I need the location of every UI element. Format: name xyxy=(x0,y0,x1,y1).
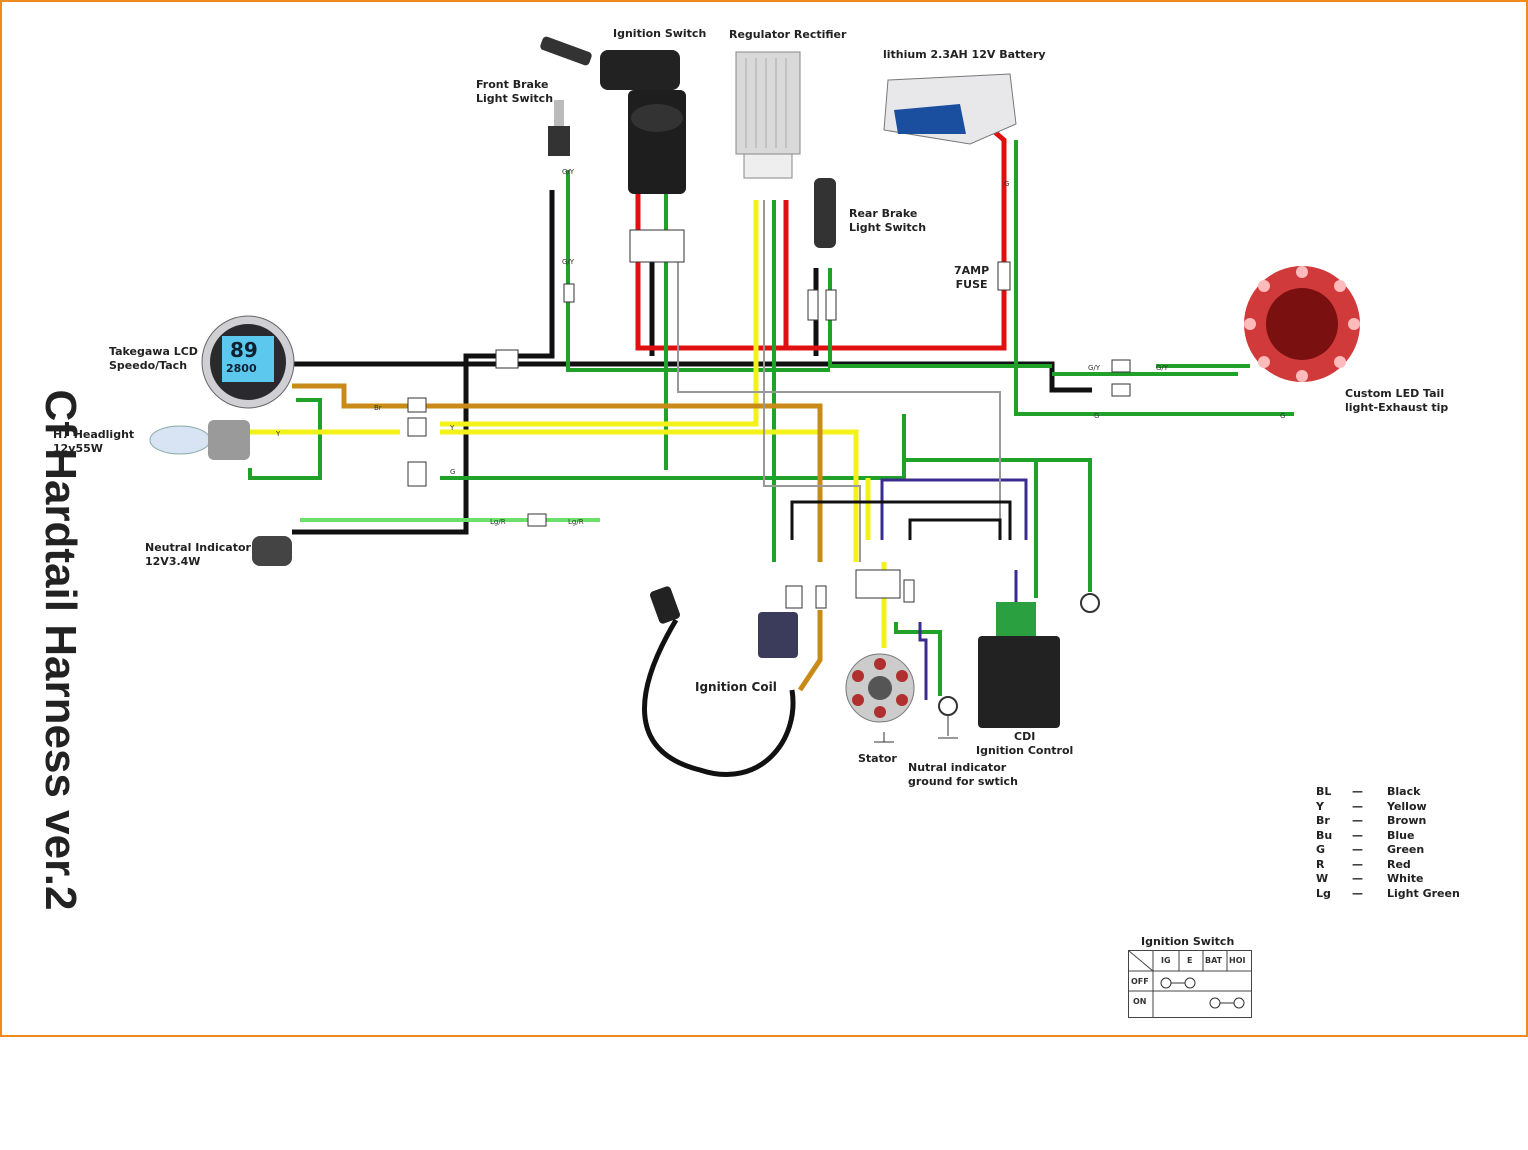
diagram-border xyxy=(0,0,1528,1037)
legend-color: Yellow xyxy=(1387,799,1427,813)
cdi-label: CDI Ignition Control xyxy=(976,730,1074,757)
ignition-coil-label: Ignition Coil xyxy=(695,680,777,694)
lcd-rpm-readout: 2800 xyxy=(226,362,257,375)
connectors xyxy=(407,283,1131,609)
stator xyxy=(845,653,915,743)
legend-dash: — xyxy=(1352,814,1363,827)
battery xyxy=(883,73,1017,145)
wire-label: Y xyxy=(449,424,455,432)
switch-col-e: E xyxy=(1187,956,1193,965)
battery-label: lithium 2.3AH 12V Battery xyxy=(883,48,1046,61)
lcd-label: Takegawa LCD Speedo/Tach xyxy=(109,345,198,372)
legend-code: Y xyxy=(1316,799,1324,813)
wire-label: G xyxy=(1094,412,1099,420)
switch-row-off: OFF xyxy=(1131,977,1149,986)
regulator-rectifier-label: Regulator Rectifier xyxy=(729,28,847,41)
switch-row-on: ON xyxy=(1133,997,1147,1006)
neutral-ground-label: Nutral indicator ground for swtich xyxy=(908,761,1018,788)
wire-label: G xyxy=(1280,412,1285,420)
legend-code: Bu xyxy=(1316,828,1333,842)
legend-code: Br xyxy=(1316,814,1330,827)
legend-color: Black xyxy=(1387,785,1421,798)
fuse-label: 7AMP FUSE xyxy=(954,264,990,291)
legend-dash: — xyxy=(1352,785,1363,798)
wire-label: G/Y xyxy=(562,258,575,266)
headlight-bulb xyxy=(149,420,250,460)
ignition-switch xyxy=(540,36,686,263)
neutral-indicator-label: Neutral Indicator 12V3.4W xyxy=(145,541,251,568)
neutral-indicator-lamp xyxy=(252,536,292,566)
cdi-unit xyxy=(978,602,1060,728)
legend-code: BL xyxy=(1316,785,1332,798)
black-wires xyxy=(292,190,1092,535)
white-wires xyxy=(677,200,1001,562)
tail-light-label: Custom LED Tail light-Exhaust tip xyxy=(1345,387,1449,414)
wire-label: G xyxy=(450,468,455,476)
front-brake-label: Front Brake Light Switch xyxy=(476,78,554,105)
headlight-label: H7 Headlight 12v55W xyxy=(53,428,135,455)
led-tail-light xyxy=(1244,266,1360,382)
lcd-speed-readout: 89 xyxy=(230,338,258,362)
regulator-rectifier xyxy=(735,51,801,179)
legend-color: Light Green xyxy=(1387,886,1460,900)
stator-label: Stator xyxy=(858,752,897,765)
legend-color: Green xyxy=(1387,843,1425,856)
ignition-switch-label: Ignition Switch xyxy=(613,27,707,40)
legend-color: Blue xyxy=(1387,828,1415,842)
diagram-title: Cf Hardtail Harness ver.2 xyxy=(36,389,85,911)
legend-code: R xyxy=(1316,857,1325,871)
ignition-coil xyxy=(642,586,798,777)
wire-label: G xyxy=(1004,180,1009,188)
legend-color: Red xyxy=(1387,857,1411,871)
switch-col-bat: BAT xyxy=(1205,956,1223,965)
wire-label: Y xyxy=(275,430,281,438)
switch-col-hoi: HOI xyxy=(1229,956,1246,965)
legend-color: Brown xyxy=(1387,814,1427,827)
legend-dash: — xyxy=(1352,799,1363,813)
switch-table-title: Ignition Switch xyxy=(1141,935,1235,948)
legend-color: White xyxy=(1387,872,1424,885)
front-brake-switch xyxy=(548,100,570,156)
wire-label: Lg/R xyxy=(490,518,506,526)
switch-col-ig: IG xyxy=(1161,956,1171,965)
wiring-diagram: G/Y G/Y G/Y G/Y G G G Y Y Br Lg/R Lg/R G xyxy=(149,36,1360,777)
legend-dash: — xyxy=(1352,843,1363,856)
wire-label: G/Y xyxy=(1088,364,1101,372)
fuse xyxy=(997,261,1011,291)
wire-label: G/Y xyxy=(1156,364,1169,372)
legend-dash: — xyxy=(1352,828,1363,842)
legend-dash: — xyxy=(1352,886,1363,900)
legend-dash: — xyxy=(1352,872,1363,885)
wire-label: G/Y xyxy=(562,168,575,176)
wire-label: Br xyxy=(374,404,382,412)
rear-brake-label: Rear Brake Light Switch xyxy=(849,207,927,234)
ignition-switch-table: IG E BAT HOI OFF ON xyxy=(1128,950,1252,1018)
legend-code: W xyxy=(1316,872,1329,885)
legend-code: G xyxy=(1316,843,1326,856)
brown-wires xyxy=(292,383,823,692)
legend-code: Lg xyxy=(1316,886,1331,900)
neutral-ground xyxy=(938,696,958,739)
wire-label: Lg/R xyxy=(568,518,584,526)
legend-dash: — xyxy=(1352,857,1363,871)
rear-brake-switch xyxy=(814,178,836,248)
ring-ground xyxy=(1080,593,1100,613)
lcd-speedo xyxy=(201,315,295,409)
